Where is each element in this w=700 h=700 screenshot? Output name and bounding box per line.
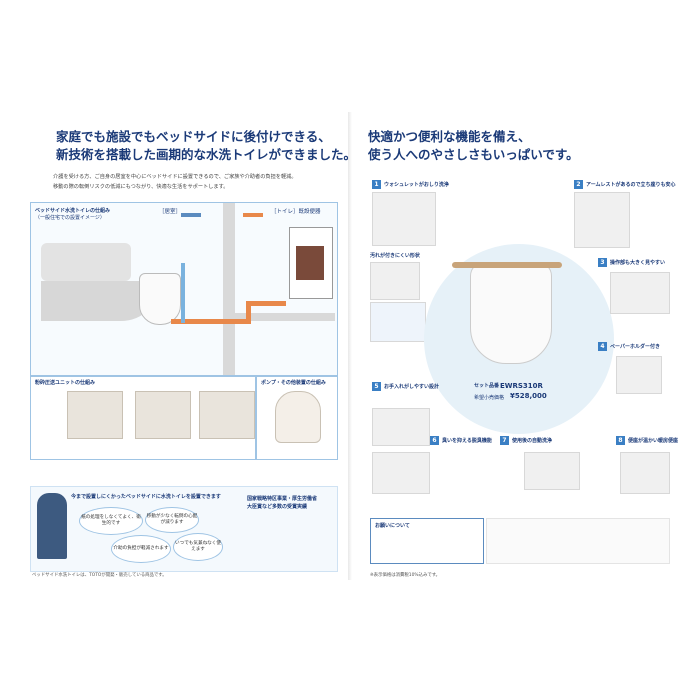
floor-line	[235, 313, 335, 321]
feature-8-number: 8	[616, 436, 625, 445]
feature-8-photo	[620, 452, 670, 494]
existing-toilet-box	[289, 227, 333, 299]
feature-2-number: 2	[574, 180, 583, 189]
product-armrest	[452, 262, 562, 268]
feature-1-photo	[372, 192, 436, 246]
grinder-panel: 粉砕圧送ユニットの仕組み	[30, 376, 256, 460]
drain-pipe-h	[171, 319, 251, 324]
benefits-panel: 今まで設置しにくかったベッドサイドに水洗トイレを設置できます 紙の処理をしなくて…	[30, 486, 338, 572]
system-diagram: ベッドサイド水洗トイレの仕組み （一般住宅での設置イメージ） ［居室］ ［トイレ…	[30, 202, 338, 376]
left-footer: ベッドサイド水洗トイレは、TOTOが開発・販売している商品です。	[32, 573, 167, 578]
right-headline-1: 快適かつ便利な機能を備え、	[368, 129, 531, 144]
spread-fold	[348, 112, 352, 580]
price-label: 希望小売価格	[474, 395, 505, 401]
feature-6-photo	[372, 452, 430, 494]
side-photo-2	[370, 302, 426, 342]
left-headline-1: 家庭でも施設でもベッドサイドに後付けできる、	[56, 129, 331, 144]
benefit-cloud-4: いつでも気兼ねなく使えます	[173, 533, 223, 561]
feature-4-photo	[616, 356, 662, 394]
notice-box: お願いについて	[370, 518, 484, 564]
right-headline-2: 使う人へのやさしさもいっぱいです。	[368, 147, 579, 162]
notice-title: お願いについて	[375, 523, 410, 529]
benefit-cloud-2: 移動が少なく転倒の心配が減ります	[145, 507, 199, 533]
award-title: 国家戦略特区事業・厚生労働省	[247, 496, 318, 502]
wall-left	[223, 203, 235, 375]
benefits-lead: 今まで設置しにくかったベッドサイドに水洗トイレを設置できます	[71, 494, 221, 500]
product-label: セット品番	[474, 383, 500, 389]
diagram-subtitle: （一般住宅での設置イメージ）	[35, 215, 105, 221]
arrow-left	[181, 213, 201, 217]
feature-5-title: お手入れがしやすい設計	[384, 384, 439, 390]
feature-5-photo	[372, 408, 430, 446]
product-toilet	[470, 262, 552, 364]
feature-5-number: 5	[372, 382, 381, 391]
left-headline-2: 新技術を搭載した画期的な水洗トイレができました。	[56, 147, 357, 162]
feature-8-title: 便座が温かい暖房便座	[628, 438, 679, 444]
bed-shape	[41, 243, 131, 281]
feature-3-title: 操作部も大きく見やすい	[610, 260, 666, 266]
pump-panel: ポンプ・その他装置の仕組み	[256, 376, 338, 460]
pump-panel-title: ポンプ・その他装置の仕組み	[261, 380, 326, 386]
side-feature-title: 汚れが付きにくい形状	[370, 253, 420, 259]
worker-figure	[37, 493, 67, 559]
drain-pipe-h2	[246, 301, 286, 306]
left-intro-2: 移動の際の転倒リスクの低減にもつながり、快適な生活をサポートします。	[53, 184, 229, 190]
right-footer: ※表示価格は消費税10%込みです。	[370, 573, 441, 578]
arrow-right	[243, 213, 263, 217]
benefit-cloud-1: 紙の処理をしなくてよく、衛生的です	[79, 507, 143, 535]
feature-3-number: 3	[598, 258, 607, 267]
step-2-image	[135, 391, 191, 439]
step-1-image	[67, 391, 123, 439]
feature-1-number: 1	[372, 180, 381, 189]
left-intro-1: 介護を受ける方、ご自身の居室を中心にベッドサイドに設置できるので、ご家族や介助者…	[53, 174, 297, 180]
bedside-toilet-shape	[139, 273, 181, 325]
grinder-panel-title: 粉砕圧送ユニットの仕組み	[35, 380, 96, 386]
toilet-room-label: ［トイレ］既設便器	[271, 209, 321, 215]
existing-toilet-photo	[296, 246, 324, 280]
feature-4-number: 4	[598, 342, 607, 351]
product-code: EWRS310R	[500, 382, 543, 390]
diagram-title: ベッドサイド水洗トイレの仕組み	[35, 208, 111, 214]
feature-1-title: ウォシュレットがおしり洗浄	[384, 182, 449, 188]
feature-2-photo	[574, 192, 630, 248]
pump-image	[275, 391, 321, 443]
award-body: 大臣賞など多数の受賞実績	[247, 504, 308, 510]
feature-2-title: アームレストがあるので立ち座りも安心	[586, 182, 676, 188]
feature-4-title: ペーパーホルダー付き	[610, 344, 660, 350]
feature-7-photo	[524, 452, 580, 490]
feature-7-title: 使用後の自動洗浄	[512, 438, 553, 444]
benefit-cloud-3: 介助の負担が軽減されます	[111, 535, 171, 563]
side-photo-1	[370, 262, 420, 300]
room-label: ［居室］	[159, 209, 182, 215]
feature-6-title: 臭いを抑える脱臭機能	[442, 438, 492, 444]
feature-7-number: 7	[500, 436, 509, 445]
feature-6-number: 6	[430, 436, 439, 445]
price-value: ¥528,000	[510, 392, 547, 400]
feature-3-photo	[610, 272, 670, 314]
step-3-image	[199, 391, 255, 439]
water-pipe	[181, 263, 185, 323]
spec-table	[486, 518, 670, 564]
drain-pipe-v	[246, 303, 251, 323]
